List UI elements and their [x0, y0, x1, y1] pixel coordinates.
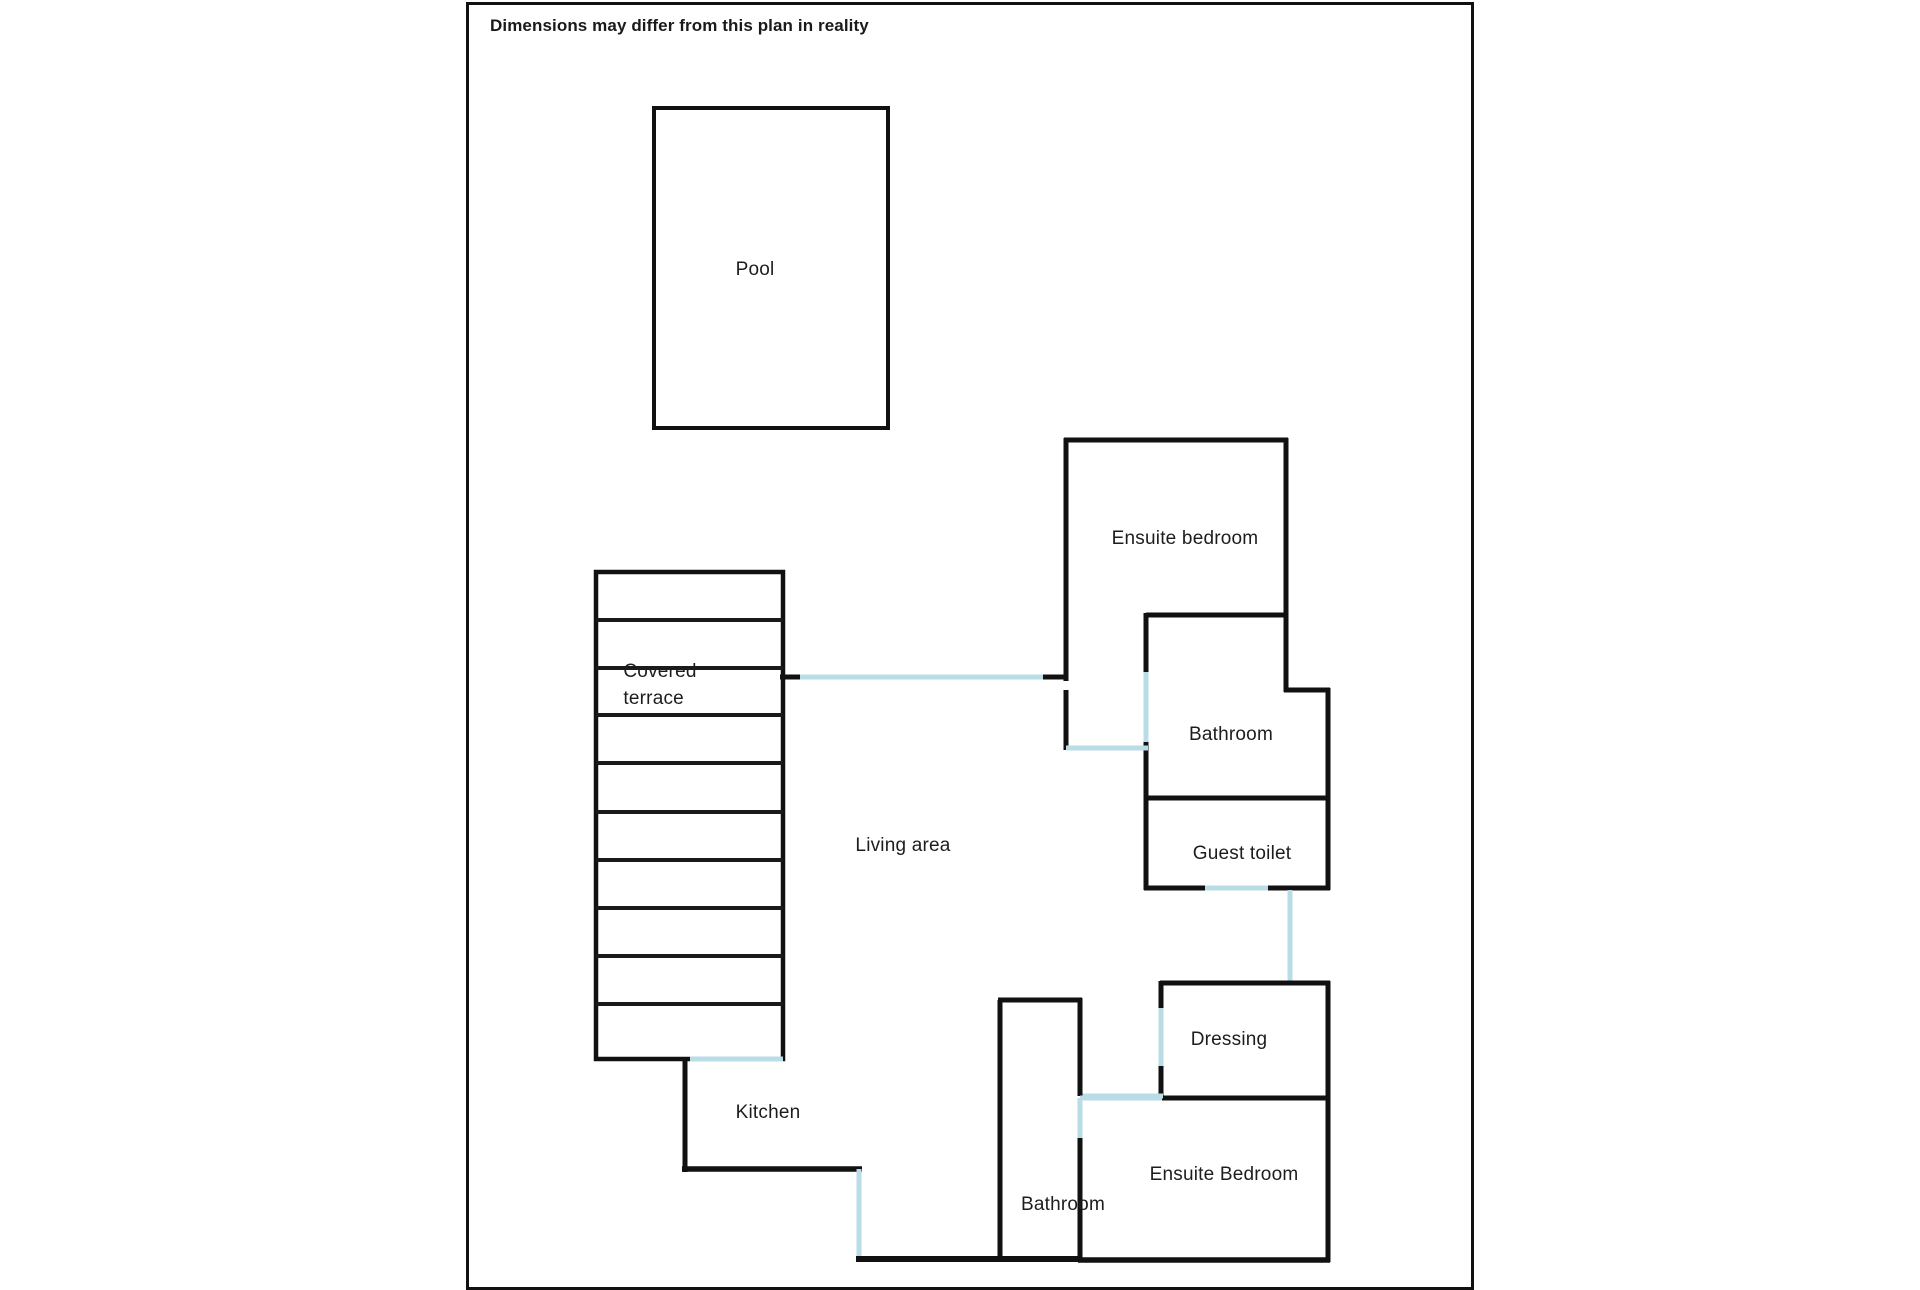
room-label-guest-toilet: Guest toilet — [1192, 843, 1292, 864]
kitchen-outline — [682, 1059, 862, 1262]
room-label-dressing: Dressing — [1190, 1029, 1268, 1050]
ensuite-bedroom-lower-outline — [1078, 1095, 1331, 1263]
room-label-ensuite-bedroom-lower: Ensuite Bedroom — [1149, 1164, 1299, 1185]
covered-terrace-line1: Covered — [623, 661, 697, 682]
room-label-pool: Pool — [735, 259, 775, 280]
covered-terrace-line2: terrace — [623, 688, 684, 709]
room-label-living-area: Living area — [855, 835, 951, 856]
pool-outline — [652, 106, 890, 430]
disclaimer-text: Dimensions may differ from this plan in … — [490, 16, 869, 35]
room-label-bathroom-lower: Bathroom — [1021, 1194, 1105, 1215]
guest-toilet-outline — [1143, 798, 1331, 891]
room-label-covered-terrace: Covered terrace — [623, 658, 696, 712]
bathroom-lower-outline — [997, 997, 1083, 1262]
covered-terrace-outline — [593, 569, 786, 1062]
room-label-kitchen: Kitchen — [735, 1102, 801, 1123]
bathroom-upper-outline — [1066, 613, 1331, 801]
room-label-ensuite-bedroom-upper: Ensuite bedroom — [1111, 528, 1259, 549]
ensuite-bedroom-upper-outline — [1063, 437, 1289, 750]
dressing-outline — [1158, 980, 1331, 1101]
room-label-bathroom-upper: Bathroom — [1189, 724, 1273, 745]
